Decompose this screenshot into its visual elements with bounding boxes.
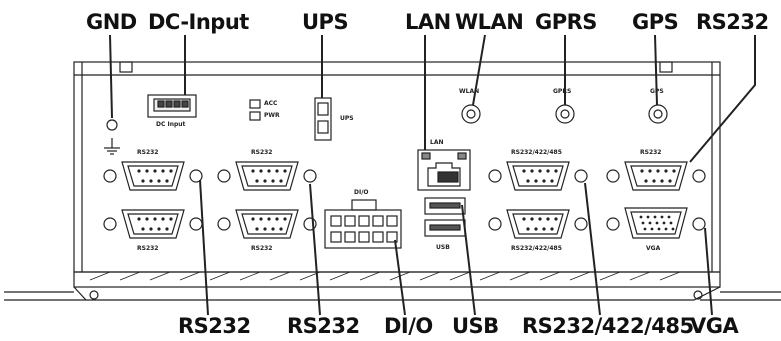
label-wlan: WLAN xyxy=(459,88,480,95)
rs232-port-3 xyxy=(103,209,203,239)
label-rs232-c: RS232 xyxy=(137,245,159,252)
label-gps: GPS xyxy=(650,88,664,95)
lan-port xyxy=(417,149,471,191)
label-rs232-e: RS232 xyxy=(640,149,662,156)
rs232-port-2 xyxy=(217,161,317,191)
usb-ports xyxy=(424,197,466,237)
label-rs232-a: RS232 xyxy=(137,149,159,156)
callout-gps: GPS xyxy=(632,10,679,34)
label-vga: VGA xyxy=(646,245,661,252)
callout-gnd: GND xyxy=(86,10,137,34)
callout-gprs: GPRS xyxy=(535,10,597,34)
label-usb: USB xyxy=(436,244,450,251)
callout-rs232-bottom-2: RS232 xyxy=(287,314,360,338)
ground-terminal-icon xyxy=(104,119,120,155)
label-ups: UPS xyxy=(340,115,354,122)
callout-leader-lines xyxy=(109,34,756,316)
gps-antenna-connector xyxy=(648,104,668,124)
label-dc-input: DC Input xyxy=(156,121,186,128)
callout-rs232-top: RS232 xyxy=(696,10,769,34)
callout-usb: USB xyxy=(452,314,499,338)
heatsink-base xyxy=(73,271,721,288)
label-gprs: GPRS xyxy=(553,88,572,95)
dio-connector xyxy=(324,199,402,249)
rs232-port-4 xyxy=(217,209,317,239)
callout-vga: VGA xyxy=(690,314,739,338)
callout-wlan: WLAN xyxy=(455,10,524,34)
label-dio: DI/O xyxy=(354,189,369,196)
dc-input-connector xyxy=(147,94,197,118)
label-serial-bottom: RS232/422/485 xyxy=(511,245,562,252)
label-acc: ACC xyxy=(264,100,278,107)
status-leds xyxy=(249,99,261,121)
callout-dc-input: DC-Input xyxy=(148,10,249,34)
label-pwr: PWR xyxy=(264,112,280,119)
gprs-antenna-connector xyxy=(555,104,575,124)
callout-lan: LAN xyxy=(405,10,451,34)
label-rs232-b: RS232 xyxy=(251,149,273,156)
label-rs232-d: RS232 xyxy=(251,245,273,252)
rs232-422-485-port-2 xyxy=(488,209,588,239)
rs232-port-1 xyxy=(103,161,203,191)
rs232-422-485-port-1 xyxy=(488,161,588,191)
rs232-port-5 xyxy=(606,161,706,191)
label-lan: LAN xyxy=(430,139,444,146)
vga-port xyxy=(606,207,706,239)
label-serial-top: RS232/422/485 xyxy=(511,149,562,156)
callout-rs232-bottom-1: RS232 xyxy=(178,314,251,338)
callout-dio: DI/O xyxy=(384,314,433,338)
ups-connector xyxy=(314,97,332,141)
wlan-antenna-connector xyxy=(461,104,481,124)
callout-rs232-422-485: RS232/422/485 xyxy=(522,314,694,338)
callout-ups: UPS xyxy=(302,10,349,34)
